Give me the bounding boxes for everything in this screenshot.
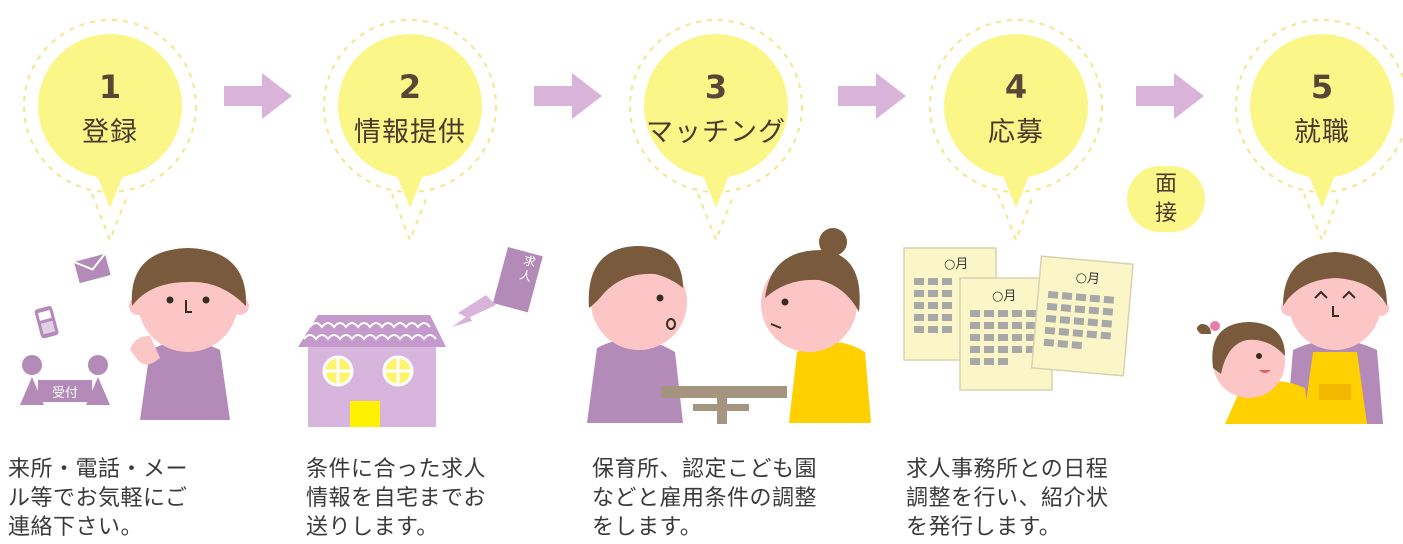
step-label: 応募 xyxy=(988,117,1044,148)
step-4-description: 求人事務所との日程 調整を行い、紹介状 を発行します。 xyxy=(906,457,1109,540)
step-number: 2 xyxy=(398,68,422,106)
step-4: 4 応募 xyxy=(928,18,1104,194)
arrow-right-icon xyxy=(534,73,602,119)
step-5: 5 就職 xyxy=(1234,18,1403,194)
step-number: 1 xyxy=(98,68,122,106)
arrow-left-icon xyxy=(452,295,496,327)
step-3: 3 マッチング xyxy=(628,18,804,194)
step-3-description: 保育所、認定こども園 などと雇用条件の調整 をします。 xyxy=(592,457,818,540)
step-label: 情報提供 xyxy=(354,117,466,148)
arrow-right-icon xyxy=(1136,73,1204,119)
reception-sign xyxy=(38,380,92,402)
employment-illustration xyxy=(1197,252,1389,424)
step-number: 3 xyxy=(704,68,728,106)
person-icon xyxy=(22,355,42,375)
step-number: 5 xyxy=(1310,68,1334,106)
arrow-right-icon xyxy=(224,73,292,119)
svg-text:○月: ○月 xyxy=(1075,270,1101,287)
svg-text:○月: ○月 xyxy=(944,257,968,272)
svg-text:○月: ○月 xyxy=(992,289,1016,304)
phone-icon xyxy=(34,306,59,339)
job-card-text: 求人 xyxy=(518,253,537,284)
reception-illustration: 受付 xyxy=(20,248,249,420)
step-2: 2 情報提供 xyxy=(322,18,498,194)
calendar-illustration: ○月 ○月 ○月 xyxy=(903,247,1134,391)
hair-bow-icon xyxy=(1210,321,1220,331)
step-2-description: 条件に合った求人 情報を自宅までお 送りします。 xyxy=(306,457,487,540)
step-label: 就職 xyxy=(1294,117,1350,148)
step-label: 登録 xyxy=(82,117,138,148)
step-label: マッチング xyxy=(646,117,786,148)
reception-sign-text: 受付 xyxy=(52,386,78,401)
house-illustration: 求人 xyxy=(298,247,543,427)
matching-illustration xyxy=(587,228,871,424)
interview-bubble: 面 接 xyxy=(1127,166,1205,232)
step-1-description: 来所・電話・メー ル等でお気軽にご 連絡下さい。 xyxy=(8,457,189,540)
envelope-icon xyxy=(73,253,111,284)
arrow-right-icon xyxy=(838,73,906,119)
step-number: 4 xyxy=(1004,68,1028,106)
calendar-icon: ○月 xyxy=(1030,255,1134,377)
step-1: 1 登録 xyxy=(22,18,198,194)
job-card xyxy=(492,247,543,313)
person-icon xyxy=(88,355,108,375)
